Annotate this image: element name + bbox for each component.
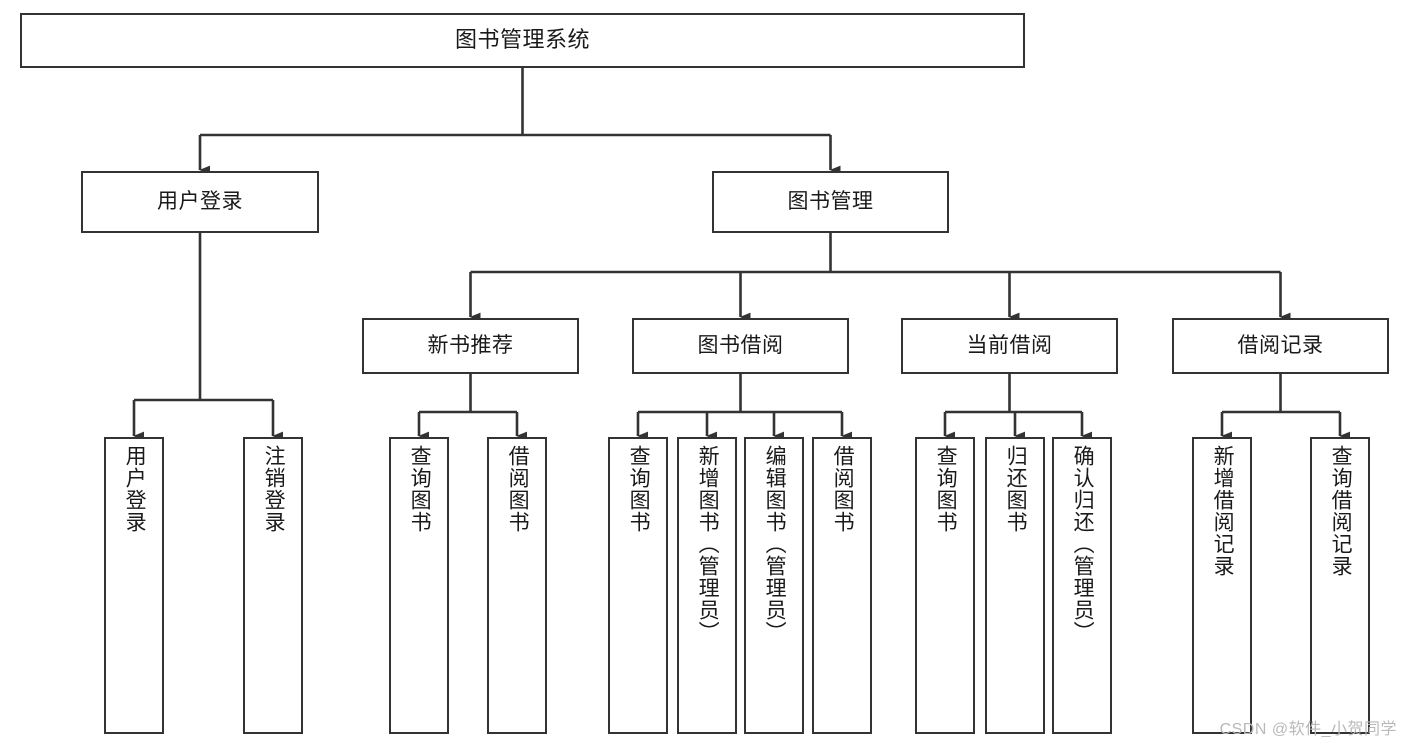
node-label: 归还图书 <box>1004 445 1028 533</box>
node-l6[interactable]: 新增图书（管理员） <box>677 437 737 734</box>
node-l11[interactable]: 确认归还（管理员） <box>1052 437 1112 734</box>
node-l4[interactable]: 借阅图书 <box>487 437 547 734</box>
node-records[interactable]: 借阅记录 <box>1172 318 1389 374</box>
node-label: 编辑图书（管理员） <box>763 445 787 643</box>
node-label: 查询图书 <box>627 445 651 533</box>
node-label: 查询图书 <box>408 445 432 533</box>
node-current[interactable]: 当前借阅 <box>901 318 1118 374</box>
node-login[interactable]: 用户登录 <box>81 171 319 233</box>
node-borrow[interactable]: 图书借阅 <box>632 318 849 374</box>
node-label: 确认归还（管理员） <box>1071 445 1095 643</box>
node-newbook[interactable]: 新书推荐 <box>362 318 579 374</box>
node-l10[interactable]: 归还图书 <box>985 437 1045 734</box>
node-l12[interactable]: 新增借阅记录 <box>1192 437 1252 734</box>
node-label: 借阅记录 <box>1237 334 1324 358</box>
node-label: 图书借阅 <box>697 334 784 358</box>
node-label: 借阅图书 <box>831 445 855 533</box>
node-label: 注销登录 <box>262 445 286 533</box>
node-label: 图书管理系统 <box>454 27 590 53</box>
node-l2[interactable]: 注销登录 <box>243 437 303 734</box>
node-label: 新增图书（管理员） <box>696 445 720 643</box>
node-label: 借阅图书 <box>506 445 530 533</box>
node-label: 查询图书 <box>934 445 958 533</box>
node-l5[interactable]: 查询图书 <box>608 437 668 734</box>
watermark: CSDN @软件_小贺同学 <box>1219 721 1397 738</box>
node-l13[interactable]: 查询借阅记录 <box>1310 437 1370 734</box>
node-label: 当前借阅 <box>966 334 1053 358</box>
edges-group <box>132 68 1351 441</box>
node-l3[interactable]: 查询图书 <box>389 437 449 734</box>
node-label: 查询借阅记录 <box>1329 445 1353 577</box>
node-bookmgmt[interactable]: 图书管理 <box>712 171 949 233</box>
node-l9[interactable]: 查询图书 <box>915 437 975 734</box>
node-label: 用户登录 <box>123 445 147 533</box>
node-label: 新书推荐 <box>427 334 514 358</box>
node-l1[interactable]: 用户登录 <box>104 437 164 734</box>
node-root[interactable]: 图书管理系统 <box>20 13 1025 68</box>
node-label: 用户登录 <box>157 190 243 214</box>
node-label: 图书管理 <box>787 190 874 214</box>
node-l8[interactable]: 借阅图书 <box>812 437 872 734</box>
node-label: 新增借阅记录 <box>1211 445 1235 577</box>
node-l7[interactable]: 编辑图书（管理员） <box>744 437 804 734</box>
